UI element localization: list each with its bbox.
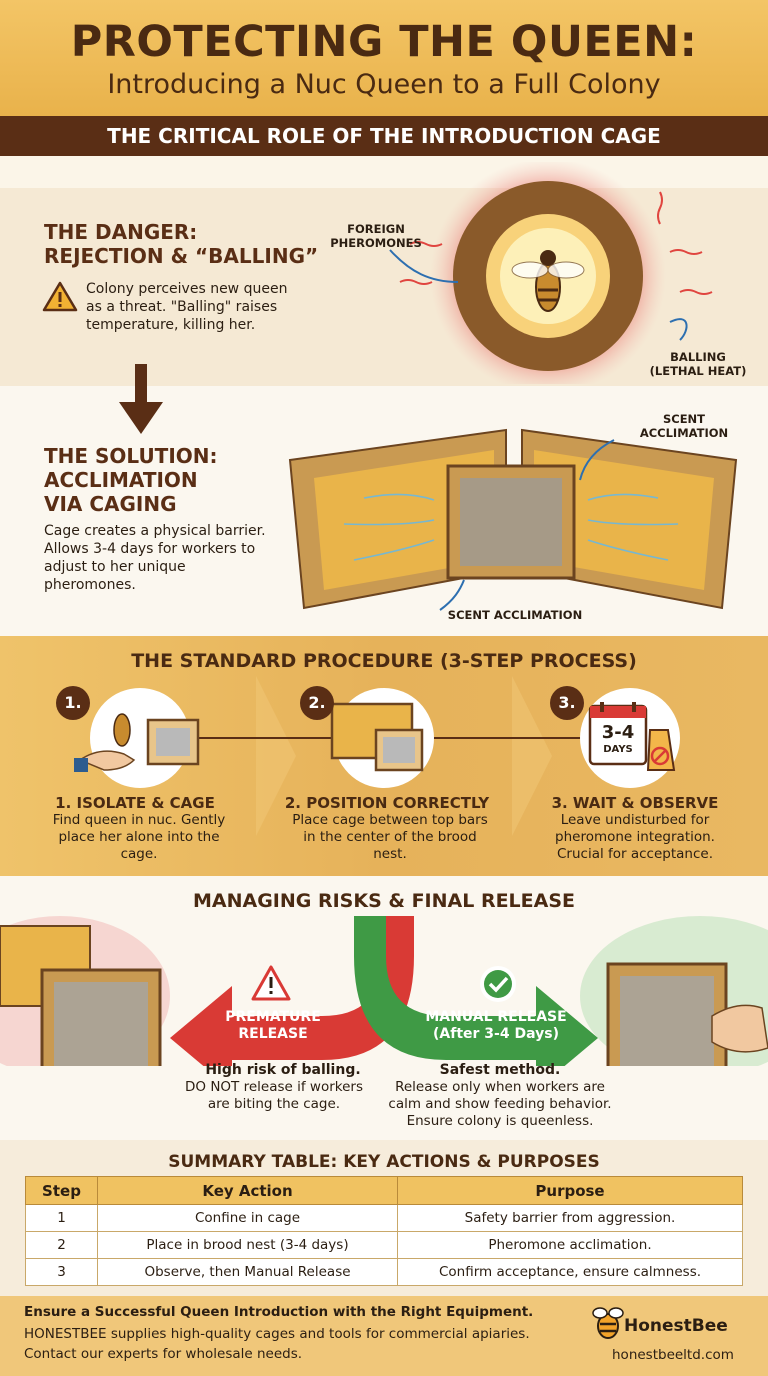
bee-icon <box>511 250 585 312</box>
step-3-text: Leave undisturbed for pheromone integrat… <box>555 812 715 862</box>
calendar-days-value: 3-4 <box>601 722 635 743</box>
step-1-number: 1. <box>56 686 90 720</box>
solution-title: THE SOLUTION: <box>44 444 218 468</box>
warning-icon <box>251 965 291 1001</box>
table-header-row: Step Key Action Purpose <box>25 1176 743 1205</box>
step-3-title: 3. WAIT & OBSERVE <box>551 794 719 812</box>
brand-url[interactable]: honestbeeltd.com <box>612 1347 734 1363</box>
footer-line-3: Contact our experts for wholesale needs. <box>24 1346 303 1362</box>
table-cell: 3 <box>25 1258 98 1286</box>
brand-name: HonestBee <box>624 1316 728 1336</box>
risks-title: MANAGING RISKS & FINAL RELEASE <box>192 890 576 912</box>
hand-queen-cage-icon <box>74 713 200 772</box>
premature-bold: High risk of balling. <box>205 1062 361 1078</box>
warning-icon <box>42 281 78 312</box>
table-cell: Pheromone acclimation. <box>397 1231 743 1259</box>
footer-headline: Ensure a Successful Queen Introduction w… <box>24 1304 534 1320</box>
solution-title-3: VIA CAGING <box>44 492 177 516</box>
footer-line-2: HONESTBEE supplies high-quality cages an… <box>24 1326 530 1342</box>
table-cell: Safety barrier from aggression. <box>397 1204 743 1232</box>
step-1-text: Find queen in nuc. Gently place her alon… <box>52 812 226 862</box>
solution-text: Cage creates a physical barrier. Allows … <box>44 523 266 593</box>
manual-bold: Safest method. <box>439 1062 561 1078</box>
step-1-title: 1. ISOLATE & CAGE <box>55 794 215 812</box>
step-3-number: 3. <box>550 686 584 720</box>
calendar-days-label: DAYS <box>603 744 633 755</box>
label-scent-top: SCENT ACCLIMATION <box>639 412 729 440</box>
table-cell: Place in brood nest (3-4 days) <box>97 1231 398 1259</box>
table-cell: Confirm acceptance, ensure calmness. <box>397 1258 743 1286</box>
table-row: 2 Place in brood nest (3-4 days) Pheromo… <box>25 1231 743 1259</box>
table-header: Key Action <box>97 1176 398 1205</box>
page-title: PROTECTING THE QUEEN: <box>70 17 698 67</box>
procedure-title: THE STANDARD PROCEDURE (3-STEP PROCESS) <box>131 650 637 672</box>
premature-text: DO NOT release if workers are biting the… <box>185 1079 363 1112</box>
frame-cage-icon <box>330 702 424 772</box>
table-cell: Confine in cage <box>97 1204 398 1232</box>
check-icon <box>480 966 516 1002</box>
summary-title: SUMMARY TABLE: KEY ACTIONS & PURPOSES <box>168 1152 600 1172</box>
step-2-text: Place cage between top bars in the cente… <box>292 812 488 862</box>
table-header: Purpose <box>397 1176 743 1205</box>
premature-label: PREMATURE <box>225 1009 321 1025</box>
manual-text: Release only when workers are calm and s… <box>388 1079 612 1129</box>
label-scent-bottom: SCENT ACCLIMATION <box>447 608 583 622</box>
manual-label: MANUAL RELEASE <box>425 1009 567 1025</box>
balling-illustration <box>389 162 713 384</box>
danger-text: Colony perceives new queen as a threat. … <box>86 281 288 333</box>
table-row: 3 Observe, then Manual Release Confirm a… <box>25 1258 743 1286</box>
calendar-icon <box>588 702 676 771</box>
summary-table: Step Key Action Purpose 1 Confine in cag… <box>25 1176 743 1286</box>
label-foreign-pheromones: FOREIGN PHEROMONES <box>330 222 422 250</box>
solution-title-2: ACCLIMATION <box>44 468 198 492</box>
table-cell: 2 <box>25 1231 98 1259</box>
table-cell: Observe, then Manual Release <box>97 1258 398 1286</box>
manual-label-2: (After 3-4 Days) <box>433 1026 559 1042</box>
step-2-title: 2. POSITION CORRECTLY <box>284 794 490 812</box>
footer <box>0 1296 768 1376</box>
premature-label-2: RELEASE <box>238 1026 308 1042</box>
table-row: 1 Confine in cage Safety barrier from ag… <box>25 1204 743 1232</box>
danger-subtitle: REJECTION & “BALLING” <box>44 244 319 268</box>
section-band: THE CRITICAL ROLE OF THE INTRODUCTION CA… <box>0 116 768 156</box>
step-2-number: 2. <box>300 686 334 720</box>
danger-title: THE DANGER: <box>44 220 198 244</box>
page-subtitle: Introducing a Nuc Queen to a Full Colony <box>107 69 661 100</box>
honestbee-logo-icon <box>592 1307 624 1339</box>
frames-cage-illustration <box>288 428 738 611</box>
table-cell: 1 <box>25 1204 98 1232</box>
header: PROTECTING THE QUEEN: Introducing a Nuc … <box>0 0 768 116</box>
arrow-down-icon <box>119 364 163 434</box>
table-header: Step <box>25 1176 98 1205</box>
label-balling: BALLING (LETHAL HEAT) <box>649 350 747 378</box>
risks-illustration <box>0 916 768 1066</box>
